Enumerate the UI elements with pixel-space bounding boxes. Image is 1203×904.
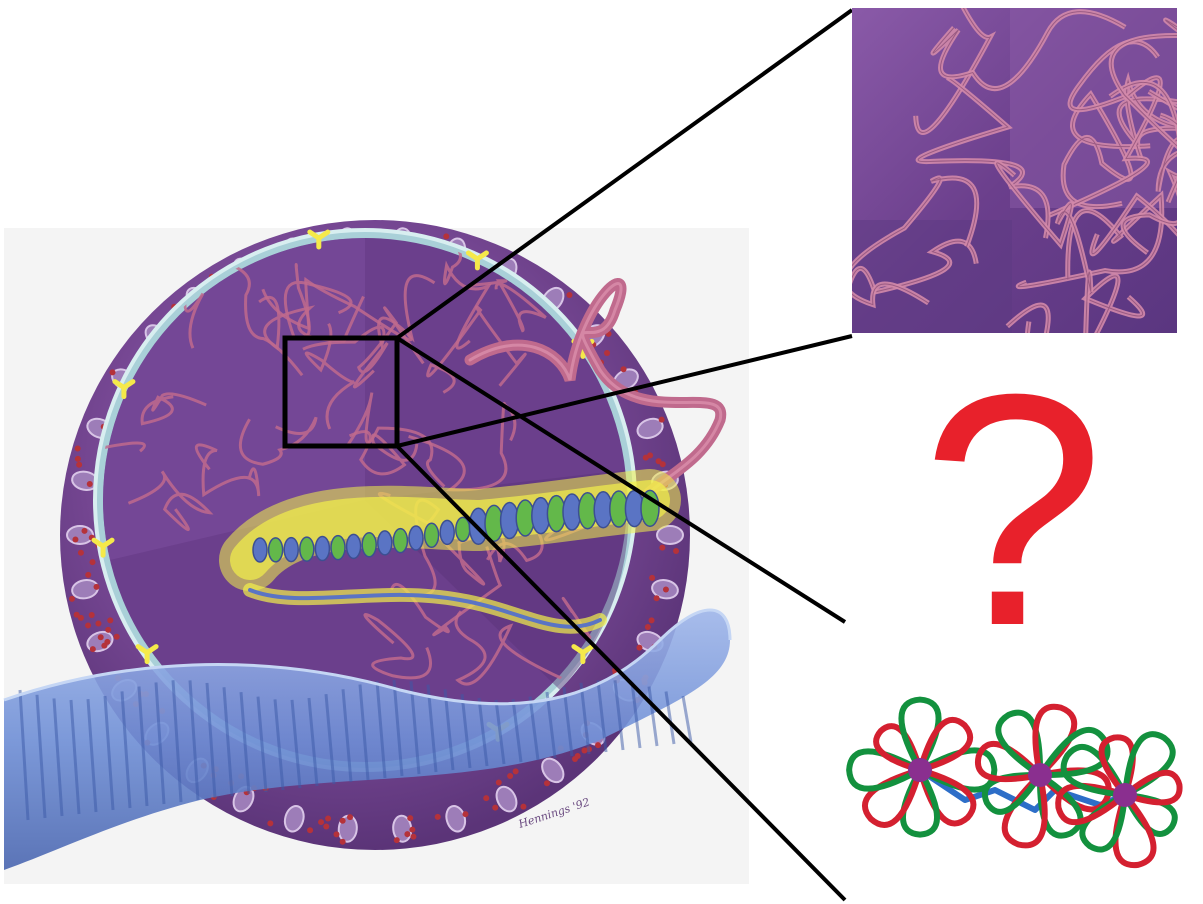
ribosome-dot <box>110 369 116 375</box>
ribosome-dot <box>604 350 610 356</box>
nucleosome <box>331 536 345 560</box>
ribosome-dot <box>69 596 75 602</box>
ribosome-dot <box>660 461 666 467</box>
ribosome-dot <box>85 572 91 578</box>
ribosome-dot <box>90 646 96 652</box>
question-mark: ? <box>918 350 1108 670</box>
ribosome-dot <box>75 445 81 451</box>
nucleosome <box>393 529 407 553</box>
nucleosome <box>440 520 454 544</box>
ribosome-dot <box>483 795 489 801</box>
nucleosome <box>362 533 376 557</box>
ribosome-dot <box>492 805 498 811</box>
nucleosome <box>425 523 439 547</box>
ribosome-dot <box>407 815 413 821</box>
ribosome-dot <box>566 292 572 298</box>
nucleosome <box>456 517 470 541</box>
ribosome-dot <box>649 575 655 581</box>
ribosome-dot <box>347 814 353 820</box>
ribosome-dot <box>659 545 665 551</box>
ribosome-dot <box>323 823 329 829</box>
ribosome-dot <box>334 831 340 837</box>
ribosome-dot <box>72 536 78 542</box>
ribosome-dot <box>87 481 93 487</box>
ribosome-dot <box>507 773 513 779</box>
ribosome-dot <box>654 595 660 601</box>
ribosome-dot <box>104 639 110 645</box>
ribosome-dot <box>75 456 81 462</box>
nucleosome <box>253 538 267 562</box>
ribosome-dot <box>544 780 550 786</box>
ribosome-dot <box>636 645 642 651</box>
ribosome-dot <box>520 804 526 810</box>
ribosome-dot <box>340 839 346 845</box>
ribosome-dot <box>647 452 653 458</box>
ribosome-dot <box>267 820 273 826</box>
ribosome-dot <box>595 742 601 748</box>
ribosome-dot <box>94 584 100 590</box>
nucleosome <box>269 538 283 562</box>
ribosome-dot <box>404 831 410 837</box>
ribosome-dot <box>673 548 679 554</box>
ribosome-dot <box>85 622 91 628</box>
nucleosome <box>378 531 392 555</box>
ribosome-dot <box>98 634 104 640</box>
ribosome-dot <box>78 550 84 556</box>
ribosome-dot <box>581 747 587 753</box>
ribosome-dot <box>114 634 120 640</box>
rosette-loop-model <box>849 700 1179 866</box>
nucleosome <box>300 537 314 561</box>
nucleosome <box>284 538 298 562</box>
ribosome-dot <box>394 837 400 843</box>
nucleosome <box>409 526 423 550</box>
ribosome-dot <box>462 811 468 817</box>
ribosome-dot <box>318 819 324 825</box>
ribosome-dot <box>89 612 95 618</box>
loop-anchor-node <box>1028 763 1052 787</box>
ribosome-dot <box>105 627 111 633</box>
ribosome-dot <box>340 818 346 824</box>
ribosome-dot <box>435 814 441 820</box>
nucleosome <box>347 534 361 558</box>
ribosome-dot <box>409 827 415 833</box>
loop-anchor-node <box>908 758 932 782</box>
ribosome-dot <box>76 462 82 468</box>
ribosome-dot <box>95 620 101 626</box>
ribosome-dot <box>410 834 416 840</box>
ribosome-dot <box>74 612 80 618</box>
ribosome-dot <box>81 528 87 534</box>
ribosome-dot <box>107 617 113 623</box>
loop-anchor-node <box>1113 783 1137 807</box>
ribosome-dot <box>575 753 581 759</box>
ribosome-dot <box>307 827 313 833</box>
nucleosome <box>315 537 329 561</box>
ribosome-dot <box>663 587 669 593</box>
ribosome-dot <box>659 417 665 423</box>
ribosome-dot <box>496 780 502 786</box>
ribosome-dot <box>649 617 655 623</box>
ribosome-dot <box>513 768 519 774</box>
ribosome-dot <box>621 366 627 372</box>
ribosome-dot <box>325 815 331 821</box>
nuclear-pore <box>67 526 93 544</box>
ribosome-dot <box>443 233 449 239</box>
ribosome-dot <box>90 559 96 565</box>
ribosome-dot <box>645 624 651 630</box>
